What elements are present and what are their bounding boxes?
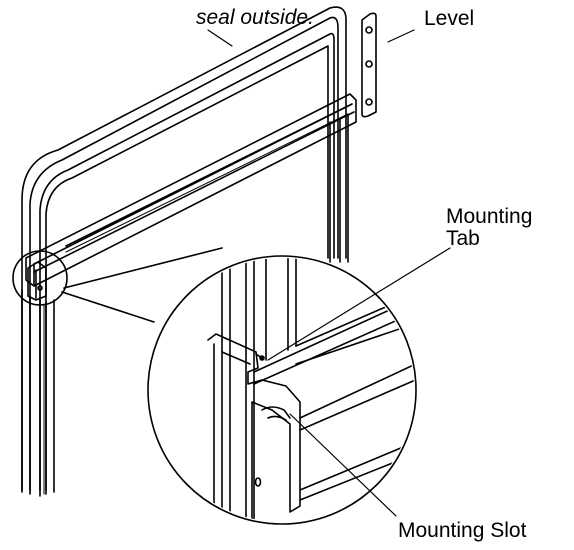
frame-outer-rail [21, 6, 347, 491]
mounting-tab-leader [267, 247, 451, 361]
left-post [21, 289, 55, 497]
detail-circle-small [12, 250, 68, 306]
level-label: Level [424, 7, 475, 30]
level-leader [387, 29, 415, 43]
level-plate [361, 12, 377, 118]
right-post [329, 113, 349, 263]
mounting-slot-leader [289, 413, 397, 517]
mounting-slot-label: Mounting Slot [398, 519, 527, 542]
magnification-leaders [61, 247, 223, 323]
callout-leaders [207, 29, 451, 517]
note-leader [207, 29, 233, 47]
note-label: seal outside. [196, 6, 314, 29]
cross-rail [25, 93, 357, 287]
mounting-tab-label: Mounting Tab [446, 205, 533, 250]
